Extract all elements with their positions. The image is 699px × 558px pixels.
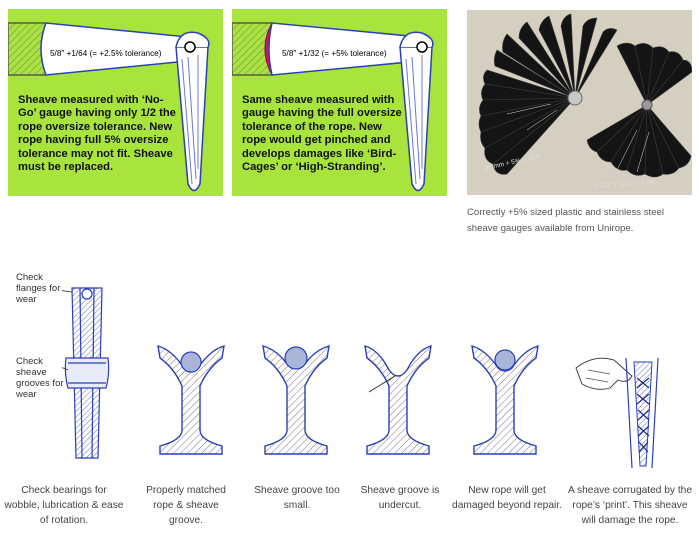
tolerance-label: 5/8" +1/64 (= +2.5% tolerance) (50, 49, 162, 58)
gauge-pivot-icon (416, 41, 428, 53)
tolerance-label: 5/8" +1/32 (= +5% tolerance) (282, 49, 387, 58)
flanges-callout: Check flanges for wear (16, 272, 61, 305)
undercut-groove-figure (364, 345, 432, 455)
full-tolerance-gauge-diagram (232, 22, 434, 192)
caption-undercut: Sheave groove is undercut. (360, 485, 440, 511)
full-tolerance-gauge-panel: 5/8" +1/32 (= +5% tolerance) Same sheave… (232, 9, 447, 196)
no-go-gauge-panel: 5/8" +1/64 (= +2.5% tolerance) Sheave me… (8, 9, 223, 196)
sheave-gauge-photo: 1-1/2" + 1/16" = 1.56" 32 mm + 5% = 33.6 (467, 10, 693, 195)
no-go-gauge-diagram (8, 22, 210, 192)
sheave-side-view-figure (62, 287, 110, 459)
caption-damaged: New rope will get damaged beyond repair. (452, 485, 562, 511)
corrugated-sheave-figure (575, 357, 659, 469)
gauge-size-label: 1-1/2" + 1/16" = 1.56" (595, 179, 658, 190)
caption-too-small: Sheave groove too small. (254, 485, 340, 511)
small-groove-figure (262, 345, 330, 455)
caption-bearings: Check bearings for wobble, lubrication &… (4, 485, 124, 526)
panel-description: Same sheave measured with gauge having t… (242, 94, 402, 174)
rope-icon (180, 351, 202, 373)
photo-caption: Correctly +5% sized plastic and stainles… (467, 207, 665, 234)
caption-corrugated: A sheave corrugated by the rope’s ‘print… (567, 485, 693, 526)
rope-icon (284, 346, 308, 370)
gauge-fan-image: 1-1/2" + 1/16" = 1.56" 32 mm + 5% = 33.6 (467, 10, 693, 195)
matched-groove-figure (157, 345, 225, 455)
damaging-groove-figure (471, 345, 539, 455)
panel-description: Sheave measured with ‘No-Go’ gauge havin… (18, 94, 176, 174)
rope-icon (494, 349, 516, 371)
caption-matched: Properly matched rope & sheave groove. (146, 485, 226, 526)
gauge-pivot-icon (184, 41, 196, 53)
grooves-callout: Check sheave grooves for wear (16, 356, 64, 400)
